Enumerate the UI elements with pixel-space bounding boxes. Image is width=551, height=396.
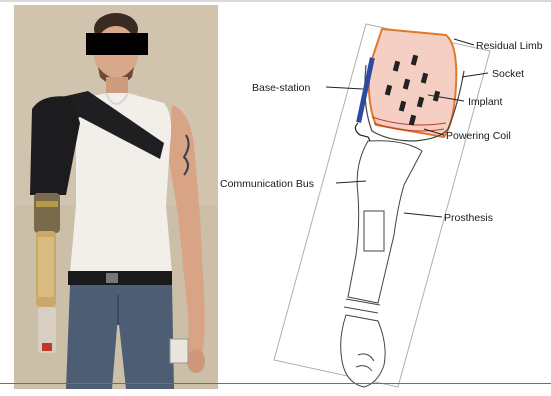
photo-device-box [170, 339, 188, 363]
prosthesis-callout [404, 213, 442, 217]
diagram-svg: Residual Limb Socket Base-station Implan… [218, 5, 551, 390]
label-communication-bus: Communication Bus [220, 178, 314, 190]
base-station-callout [326, 87, 363, 89]
neck [106, 77, 128, 95]
prosthesis-photo [14, 5, 218, 389]
socket-callout [462, 73, 488, 77]
label-implant: Implant [468, 96, 503, 108]
bare-hand [187, 349, 205, 373]
label-powering-coil: Powering Coil [446, 130, 511, 142]
prosthesis-hand [341, 315, 385, 387]
label-prosthesis: Prosthesis [444, 212, 493, 224]
bottom-rule [0, 383, 551, 384]
label-base-station: Base-station [252, 82, 311, 94]
label-socket: Socket [492, 68, 524, 80]
top-border [0, 0, 551, 2]
photo-illustration [14, 5, 218, 389]
privacy-bar [86, 33, 148, 55]
prosthesis-forearm [348, 141, 422, 303]
prosthesis-diagram: Residual Limb Socket Base-station Implan… [218, 5, 551, 390]
prosthesis-controller [364, 211, 384, 251]
belt [68, 271, 172, 285]
prosthetic-elbow [34, 193, 60, 233]
label-residual-limb: Residual Limb [476, 40, 543, 52]
